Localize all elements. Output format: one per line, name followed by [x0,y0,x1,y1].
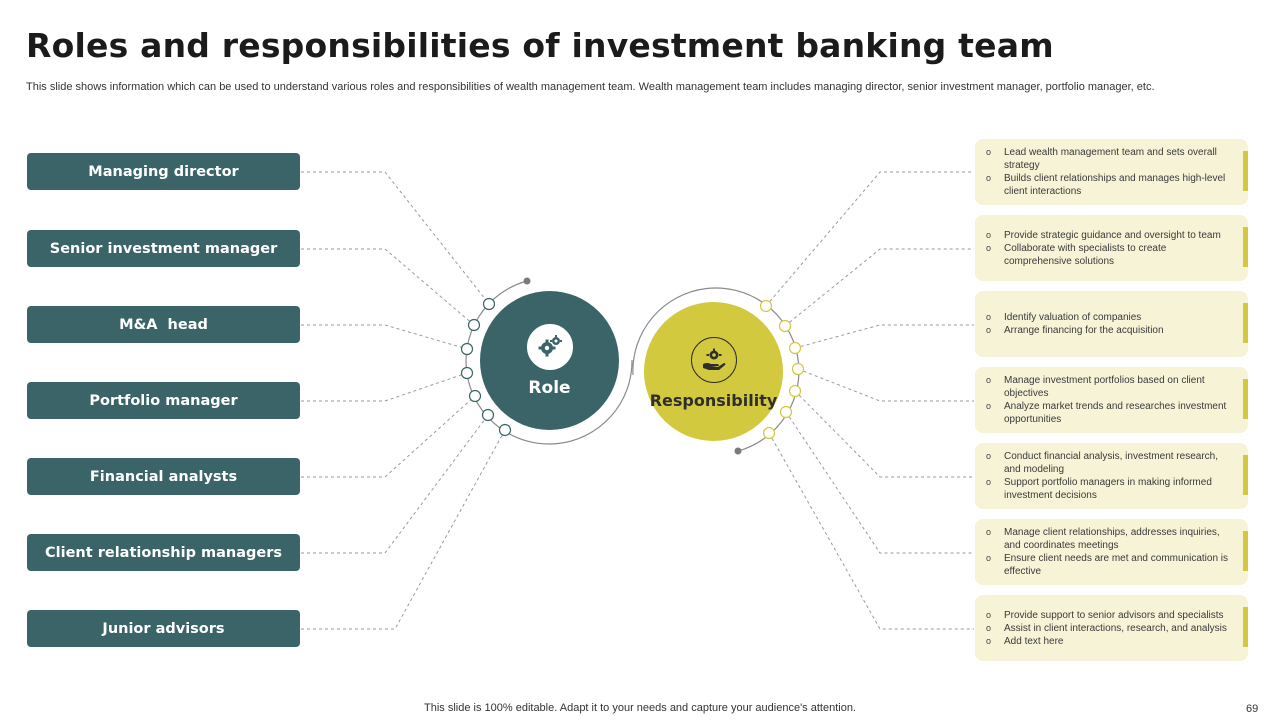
role-connector [301,429,506,630]
arc-end-dot [734,447,742,455]
responsibility-card: Provide support to senior advisors and s… [975,595,1248,661]
card-accent-bar [1243,303,1248,343]
responsibility-item: Identify valuation of companies [984,311,1236,324]
responsibility-node [779,405,793,419]
role-arc [465,280,633,445]
responsibility-item: Add text here [984,635,1236,648]
role-managing-director[interactable]: Managing director [27,153,300,190]
role-hub-label: Role [528,377,571,398]
role-node [482,297,496,311]
role-connector [301,324,468,350]
role-node [460,366,474,380]
role-junior-advisors[interactable]: Junior advisors [27,610,300,647]
page-number: 69 [1246,703,1259,715]
responsibility-hub: Responsibility [644,302,783,441]
gears-icon [526,323,573,370]
card-accent-bar [1243,455,1248,495]
responsibility-card: Provide strategic guidance and oversight… [975,215,1248,281]
hand-gear-icon [690,337,737,383]
role-node [467,318,481,332]
responsibility-node [778,319,792,333]
role-hub: Role [480,291,619,430]
card-accent-bar [1243,227,1248,267]
arc-end-dot [523,277,531,285]
responsibility-connector [765,171,974,307]
responsibility-connector [784,248,974,327]
responsibility-card: Manage client relationships, addresses i… [975,519,1248,585]
role-node [481,408,495,422]
footer-note: This slide is 100% editable. Adapt it to… [424,702,856,714]
responsibility-card: Manage investment portfolios based on cl… [975,367,1248,433]
responsibility-node [791,362,805,376]
responsibility-node [788,384,802,398]
responsibility-item: Analyze market trends and researches inv… [984,400,1236,426]
card-accent-bar [1243,151,1248,191]
responsibility-connector [794,390,974,478]
role-node [460,342,474,356]
role-connector [301,171,490,305]
card-accent-bar [1243,379,1248,419]
responsibility-connector [768,432,974,630]
responsibility-item: Support portfolio managers in making inf… [984,476,1236,502]
page-title: Roles and responsibilities of investment… [26,26,1054,65]
responsibility-node [762,426,776,440]
responsibility-item: Provide strategic guidance and oversight… [984,229,1236,242]
responsibility-hub-label: Responsibility [649,391,778,410]
role-client-relationship-managers[interactable]: Client relationship managers [27,534,300,571]
role-senior-investment-manager[interactable]: Senior investment manager [27,230,300,267]
card-accent-bar [1243,607,1248,647]
responsibility-connector [794,324,974,349]
role-financial-analysts[interactable]: Financial analysts [27,458,300,495]
role-connector [301,248,475,326]
role-portfolio-manager[interactable]: Portfolio manager [27,382,300,419]
role-connector [301,414,489,554]
responsibility-connector [785,411,974,554]
responsibility-item: Lead wealth management team and sets ove… [984,146,1236,172]
responsibility-item: Arrange financing for the acquisition [984,324,1236,337]
role-node [468,389,482,403]
responsibility-connector [797,368,974,402]
responsibility-node [788,341,802,355]
responsibility-item: Assist in client interactions, research,… [984,622,1236,635]
responsibility-item: Manage investment portfolios based on cl… [984,374,1236,400]
responsibility-card: Identify valuation of companies Arrange … [975,291,1248,357]
role-ma-head[interactable]: M&A head [27,306,300,343]
card-accent-bar [1243,531,1248,571]
responsibility-card: Lead wealth management team and sets ove… [975,139,1248,205]
responsibility-item: Collaborate with specialists to create c… [984,242,1236,268]
role-connector [301,372,468,402]
page-subtitle: This slide shows information which can b… [26,81,1155,93]
responsibility-item: Provide support to senior advisors and s… [984,609,1236,622]
responsibility-item: Manage client relationships, addresses i… [984,526,1236,552]
responsibility-card: Conduct financial analysis, investment r… [975,443,1248,509]
responsibility-item: Builds client relationships and manages … [984,172,1236,198]
role-node [498,423,512,437]
responsibility-item: Conduct financial analysis, investment r… [984,450,1236,476]
responsibility-node [759,299,773,313]
responsibility-item: Ensure client needs are met and communic… [984,552,1236,578]
role-connector [301,395,476,478]
